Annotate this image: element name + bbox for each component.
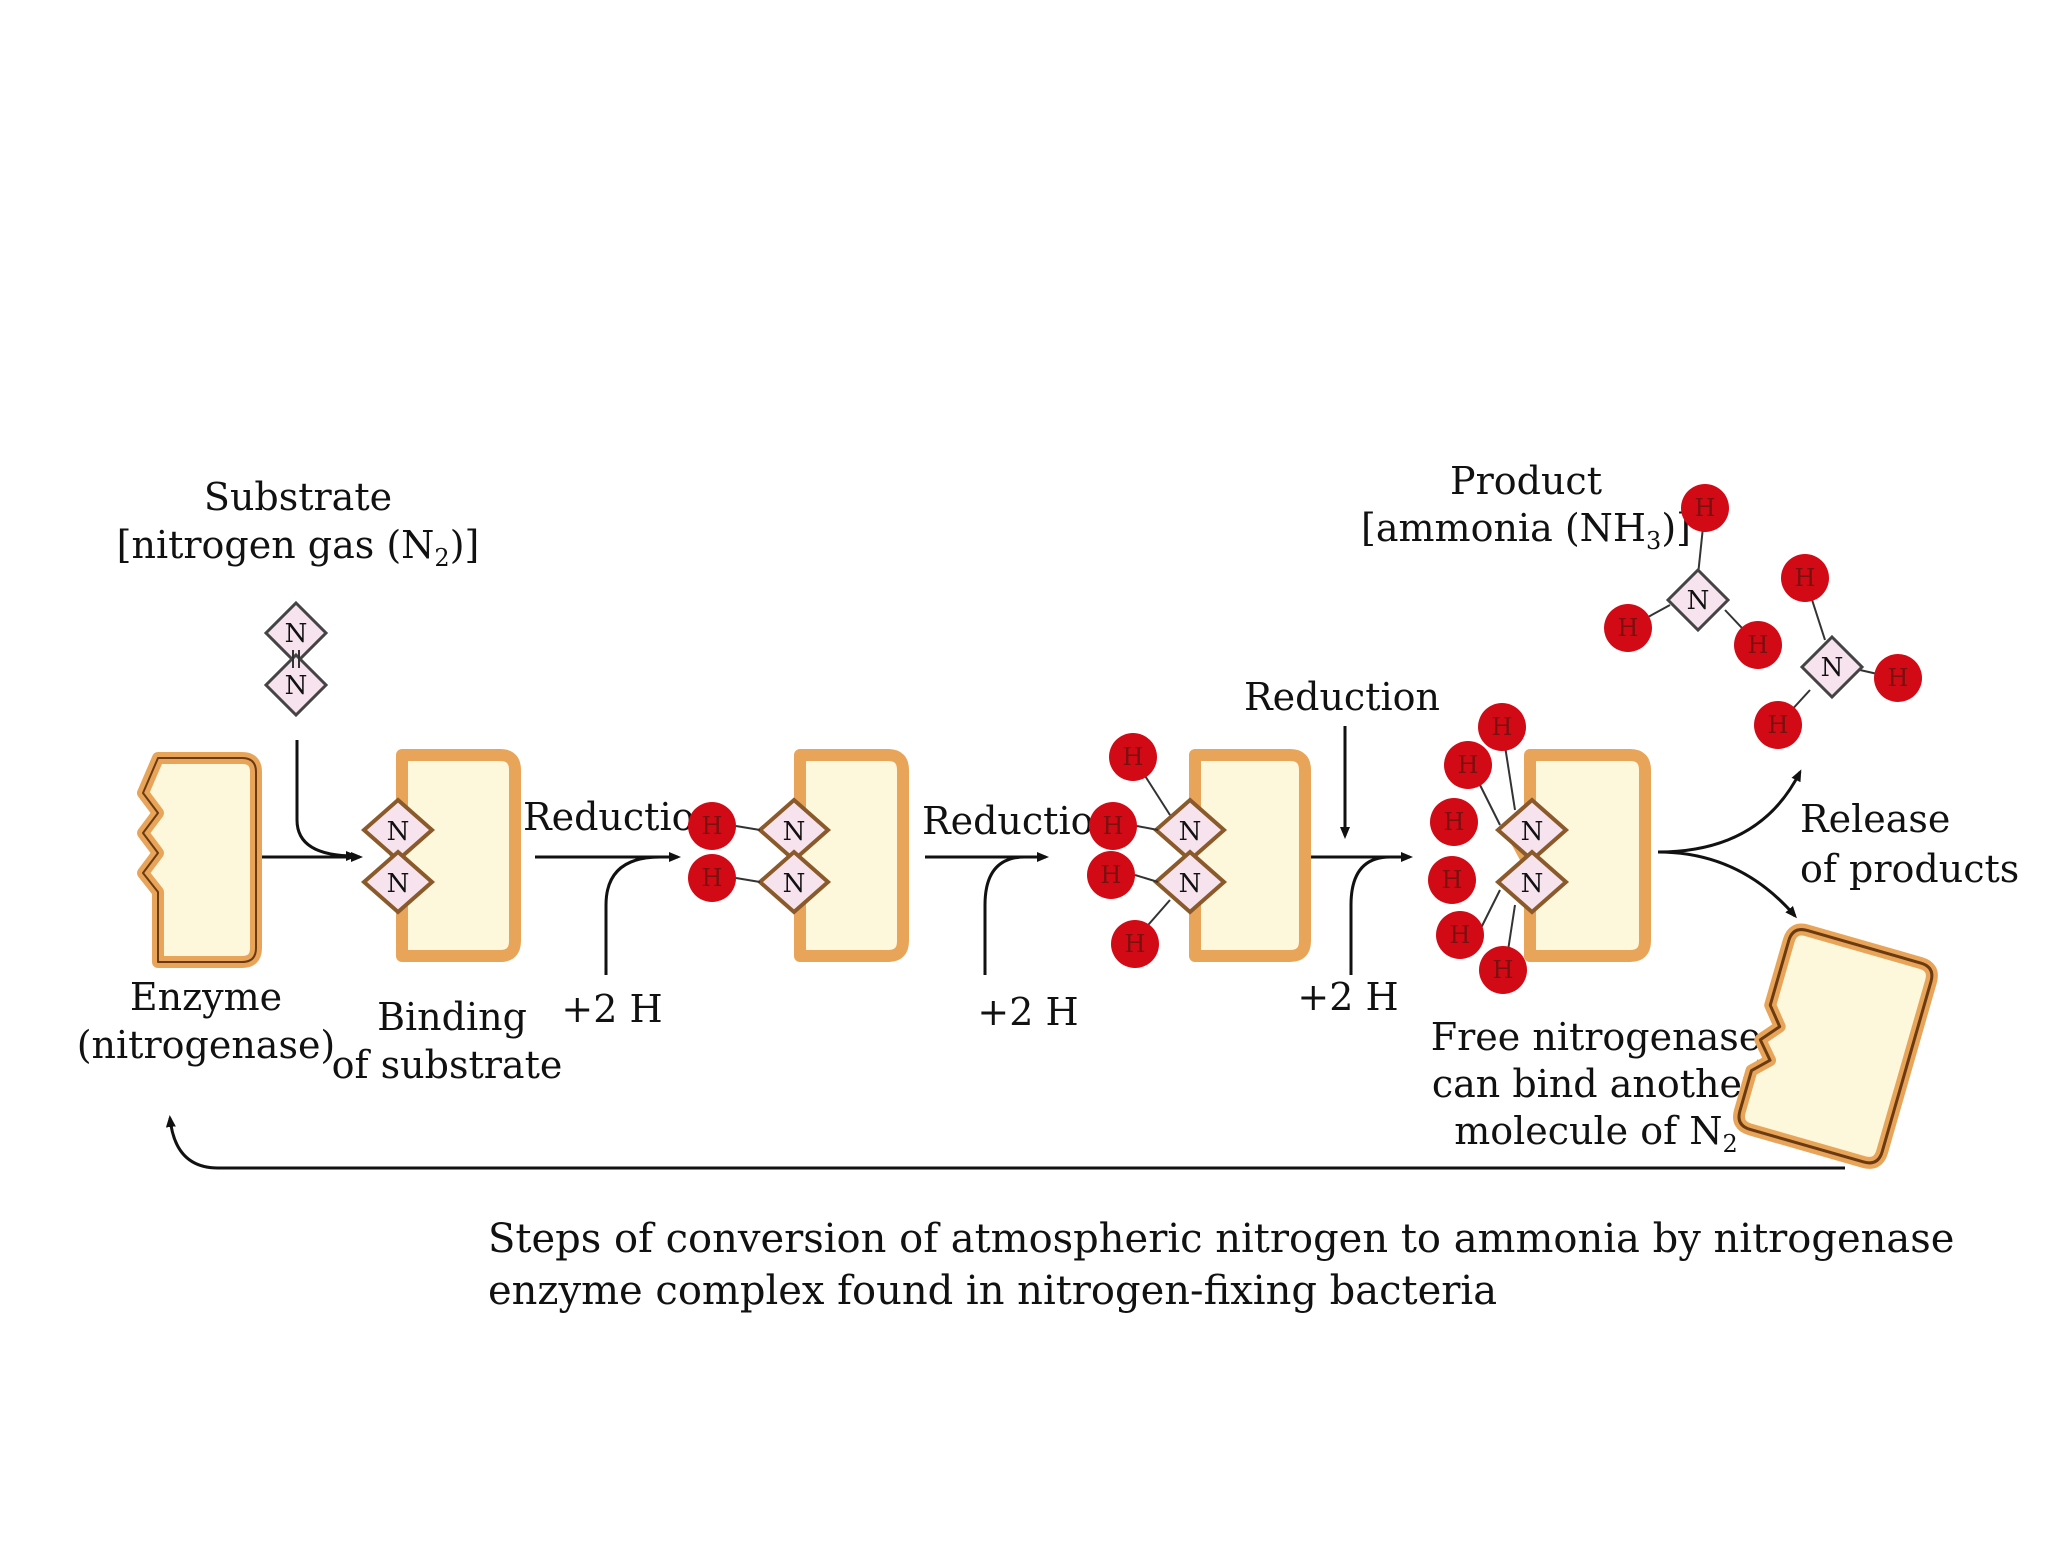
h-atom: H [702,812,723,840]
h-atom: H [1795,564,1816,592]
arrow-return-cycle [165,1115,1845,1170]
n-atom: N [387,817,410,847]
substrate-title: Substrate [204,475,392,519]
h-atom: H [1450,921,1471,949]
release-label-line1: Release [1800,797,1950,841]
n-atom: N [1179,869,1202,899]
release-label-line2: of products [1800,847,2019,891]
n-atom: N [1821,653,1844,683]
arrow-release-up [1657,769,1802,854]
h-atom: H [1768,711,1789,739]
enzyme-free-initial [137,752,262,968]
arrow-substrate-down [295,740,358,861]
n-atom: N [1521,869,1544,899]
reduction-label-1: Reduction [523,795,719,839]
h-atom: H [702,864,723,892]
enzyme-binding [382,749,521,962]
h-atom: H [1748,631,1769,659]
n-atom: N [387,869,410,899]
binding-label-line2: of substrate [332,1043,563,1087]
h-atom: H [1125,930,1146,958]
caption-line2: enzyme complex found in nitrogen-fixing … [488,1268,1497,1314]
enzyme-step3 [1175,749,1311,962]
arrows [165,726,1845,1170]
n-atom: N [1179,817,1202,847]
h-atom: H [1493,956,1514,984]
plus-2h-label-1: +2 H [561,987,662,1031]
binding-label-line1: Binding [377,995,527,1039]
h-atom: H [1444,808,1465,836]
h-atom: H [1618,614,1639,642]
arrow-h-in-3 [1349,855,1391,975]
bound-n2-step4: N N [1494,797,1570,915]
h-atom: H [1442,866,1463,894]
substrate-subtitle: [nitrogen gas (N2)] [117,523,480,572]
n-atom: N [1687,586,1710,616]
plus-2h-label-3: +2 H [1297,975,1398,1019]
arrow-h-in-1 [604,855,661,975]
ammonia-molecule-1: N H H H [1604,484,1782,669]
n-atom: N [783,869,806,899]
n-atom: N [1521,817,1544,847]
h-atom: H [1101,861,1122,889]
arrow-release-down [1657,850,1797,919]
h-atom: H [1695,494,1716,522]
enzyme-free-released [1733,923,1938,1169]
hydrogens-step3: H H H H [1087,733,1171,968]
free-nitrogenase-line3: molecule of N2 [1454,1109,1738,1158]
enzyme-label-line2: (nitrogenase) [77,1023,336,1067]
h-atom: H [1492,713,1513,741]
hydrogens-step4: H H H H H H [1428,703,1527,994]
bound-n2-binding: N N [360,797,436,915]
arrow-h-in-2 [983,855,1026,975]
plus-2h-label-2: +2 H [977,990,1078,1034]
h-atom: H [1458,751,1479,779]
n-atom: N [285,671,308,701]
reduction-label-2: Reduction [922,799,1118,843]
h-atom: H [1103,812,1124,840]
bound-n2-step3: N N [1152,797,1228,915]
caption-line1: Steps of conversion of atmospheric nitro… [488,1216,1954,1262]
n-atom: N [285,619,308,649]
h-atom: H [1888,664,1909,692]
n-atom: N [783,817,806,847]
product-subtitle: [ammonia (NH3)] [1361,506,1691,555]
free-nitrogenase-line2: can bind another [1432,1062,1761,1106]
reduction-label-3: Reduction [1244,675,1440,719]
product-title: Product [1450,459,1602,503]
bound-n2-step2: N N [756,797,832,915]
enzyme-step2 [780,749,909,962]
ammonia-molecule-2: N H H H [1754,554,1922,749]
h-atom: H [1123,743,1144,771]
enzyme-label-line1: Enzyme [130,975,282,1019]
substrate-n2-molecule: N N [263,600,329,718]
hydrogens-step2: H H [688,802,761,902]
free-nitrogenase-line1: Free nitrogenase [1431,1015,1761,1059]
